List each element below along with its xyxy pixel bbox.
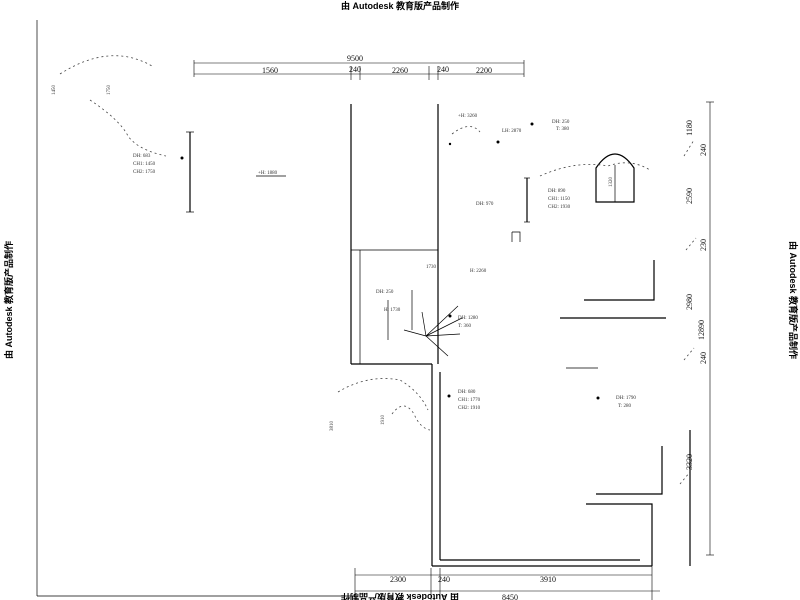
- wall-right-block-4: [586, 503, 653, 566]
- marker-dot: [448, 314, 452, 318]
- top-dim-seg-3: 2260: [392, 66, 408, 75]
- top-dim-total: 9500: [347, 54, 363, 63]
- top-dim-seg-1: 1560: [262, 66, 278, 75]
- small-label-a: 1730: [426, 265, 437, 270]
- watermark-right: 由 Autodesk 教育版产品制作: [788, 241, 799, 359]
- right-dim-seg-3: 2590: [685, 188, 694, 204]
- bottom-dim-seg-1: 2300: [390, 575, 406, 584]
- pole-mid-label: DH: 970: [476, 202, 494, 207]
- wall-right-block-3: [596, 446, 663, 495]
- marker-dot: [596, 396, 600, 400]
- lower-right-dh: DH: 1790: [616, 396, 636, 401]
- lower-mid-ch2: CH2: 1910: [458, 406, 481, 411]
- watermark-left: 由 Autodesk 教育版产品制作: [3, 241, 14, 359]
- small-label-b: H: 2260: [470, 269, 487, 274]
- marker-dot: [496, 140, 500, 144]
- camera-arc-lower: [337, 378, 429, 411]
- pole-mid-dh: DH: 890: [548, 189, 566, 194]
- level-left: +H: 1880: [258, 171, 278, 176]
- arched-door: [595, 153, 635, 203]
- bottom-dim-seg-3: 3910: [540, 575, 556, 584]
- right-dim-total: 12890: [697, 320, 706, 340]
- right-dim-seg-2: 240: [699, 144, 708, 156]
- lower-mid-ch1: CH1: 1770: [458, 398, 481, 403]
- stair-top-dh: DH: 250: [376, 290, 394, 295]
- top-right-t: T: 380: [556, 127, 569, 132]
- pole-mid-ch2: CH2: 1930: [548, 205, 571, 210]
- lower-mid-dh: DH: 680: [458, 390, 476, 395]
- camera-arc-topright: [451, 126, 481, 135]
- stair-right-dh: DH: 1280: [458, 316, 478, 321]
- top-dim-seg-4: 240: [437, 65, 449, 74]
- watermark-top: 由 Autodesk 教育版产品制作: [341, 0, 459, 11]
- top-dim-seg-5: 2200: [476, 66, 492, 75]
- bottom-dim-seg-2: 240: [438, 575, 450, 584]
- door-height-label: 1320: [609, 177, 614, 188]
- camera-arc-lower-trail: [391, 405, 431, 431]
- doorway-small: [511, 231, 521, 242]
- stair-fan: [403, 305, 463, 357]
- marker-dot: [448, 142, 452, 146]
- top-mid-level: +H: 3260: [458, 114, 478, 119]
- lower-left-dim-a: 3810: [330, 421, 335, 432]
- right-dim-seg-6: 240: [699, 352, 708, 364]
- marker-dot: [530, 122, 534, 126]
- bottom-dim-total: 8450: [502, 593, 518, 600]
- left-arc-dim-b: 1750: [107, 85, 112, 96]
- camera-arc-mid: [539, 162, 651, 177]
- stair-right-t: T: 360: [458, 324, 471, 329]
- right-dim-seg-1: 1180: [685, 120, 694, 136]
- top-right-dh: DH: 250: [552, 120, 570, 125]
- left-arc-dim-a: 1450: [52, 85, 57, 96]
- watermark-bottom: 由 Autodesk 教育版产品制作: [341, 592, 459, 600]
- lower-left-dim-b: 1910: [381, 415, 386, 426]
- wall-right-block-1: [584, 260, 655, 301]
- stair-mid-h: H: 1730: [384, 308, 401, 313]
- pole-left-ch1: CH1: 1450: [133, 162, 156, 167]
- right-dim-seg-4: 230: [699, 239, 708, 251]
- camera-arc-left-trail: [89, 99, 167, 157]
- camera-arc-left: [59, 55, 153, 75]
- pole-mid-ch1: CH1: 1150: [548, 197, 570, 202]
- top-dim-seg-2: 240: [349, 65, 361, 74]
- pole-left-ch2: CH2: 1750: [133, 170, 156, 175]
- marker-dot: [180, 156, 184, 160]
- top-mid-lh: LH: 2870: [502, 129, 522, 134]
- right-dim-seg-5: 2980: [685, 294, 694, 310]
- pole-left-dh: DH: 683: [133, 154, 151, 159]
- marker-dot: [447, 394, 451, 398]
- lower-right-t: T: 280: [618, 404, 631, 409]
